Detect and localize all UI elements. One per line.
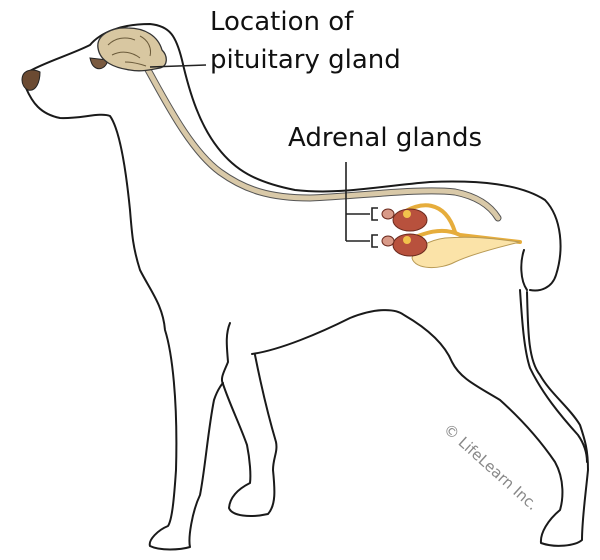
- pituitary-pointer-line: [149, 64, 207, 68]
- eye-icon: [89, 57, 109, 70]
- bladder: [411, 236, 521, 268]
- urinary-organs: [381, 203, 522, 268]
- dog-tail: [520, 249, 528, 291]
- dog-front-leg-2: [220, 322, 278, 517]
- pituitary-label-line1: Location of: [210, 7, 354, 37]
- dog-hind-leg-inner: [519, 289, 588, 463]
- adrenal-bracket: [345, 162, 378, 248]
- dog-belly-hind-leg: [251, 291, 589, 547]
- brain-icon: [97, 27, 167, 72]
- adrenal-gland-upper: [381, 208, 395, 220]
- dog-outline-jaw-chest: [25, 87, 224, 551]
- adrenal-gland-lower: [381, 235, 395, 247]
- pituitary-label-line2: pituitary gland: [210, 45, 401, 75]
- adrenal-label: Adrenal glands: [288, 123, 483, 153]
- kidney-lower: [392, 233, 428, 257]
- kidney-upper: [392, 208, 428, 232]
- nose-icon: [21, 69, 41, 91]
